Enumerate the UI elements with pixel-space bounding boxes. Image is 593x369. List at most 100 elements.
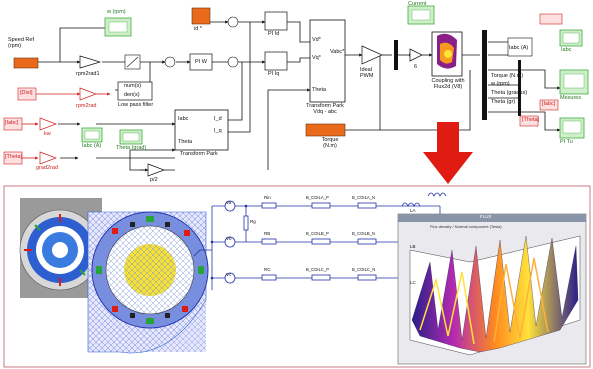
torque-block[interactable]	[305, 123, 346, 137]
iabc-tag-block[interactable]	[539, 13, 563, 25]
scope-mesures[interactable]	[559, 69, 589, 95]
bus-torque: Torque (N.m)	[491, 73, 524, 79]
scope-w-rpm-label: w (rpm)	[107, 9, 126, 15]
grad2rad-gain[interactable]	[39, 151, 57, 165]
iabc-out-tag[interactable]	[539, 99, 559, 111]
pi-id-block[interactable]	[264, 11, 288, 31]
mesh-view	[87, 211, 209, 354]
scope-current-label: Current	[408, 1, 427, 7]
scope-w-rpm[interactable]	[104, 17, 132, 37]
iabc-mux-block[interactable]	[507, 37, 533, 57]
sum-iq[interactable]	[227, 56, 239, 68]
theta-in-label: [Theta]	[5, 154, 23, 160]
l-label-c: LC	[410, 280, 416, 285]
gain-6-label: 6	[414, 64, 418, 70]
lpf-num: num(s)	[124, 83, 142, 89]
transform-park-vdq-abc[interactable]	[309, 19, 346, 103]
tp-id: I_d	[214, 116, 222, 122]
red-down-arrow	[423, 122, 473, 184]
id-star-label: id *	[194, 26, 202, 32]
speed-ref-block[interactable]	[13, 57, 39, 69]
coil-a-n: B_COILA_N	[352, 195, 376, 200]
kw-gain[interactable]	[39, 117, 57, 131]
iabc-in-tag[interactable]	[3, 117, 23, 131]
sum-w[interactable]	[164, 56, 176, 68]
bus-theta: Theta (gradus)	[491, 90, 528, 96]
park-vd: Vd*	[312, 37, 321, 43]
gain-6[interactable]	[409, 48, 423, 62]
torque-label: Torque (N.m)	[321, 137, 339, 149]
park-vq: Vq*	[312, 55, 321, 61]
coil-c-n: B_COILC_N	[352, 267, 376, 272]
id-ref-block[interactable]	[191, 7, 211, 25]
l-label-b: LB	[410, 244, 416, 249]
scope-iabc[interactable]	[559, 29, 583, 47]
p-gain[interactable]	[147, 163, 165, 177]
iabc-a-label: Iabc (A)	[509, 45, 529, 51]
park-theta: Theta	[312, 87, 327, 93]
scope-pi-tu[interactable]	[559, 117, 585, 139]
scope-pi-label: PI Tu	[560, 139, 573, 145]
rin-label: Rin	[264, 195, 271, 200]
pi-iq-label: PI Iq	[268, 71, 280, 77]
iabc-scope2-label: Iabc (A)	[82, 143, 102, 149]
park-out: Vabc*	[330, 49, 345, 55]
coil-c-p: B_COILC_P	[306, 267, 330, 272]
r-label-c: RC	[264, 267, 271, 272]
bus-theta2: Theta (gr)	[491, 99, 516, 105]
rpm2rad-label: rpm2rad	[76, 103, 97, 109]
rpm2rad-gain[interactable]	[79, 87, 97, 101]
tp-iq: I_q	[214, 128, 222, 134]
theta-grad-label: Theta (grad)	[116, 145, 147, 151]
sum-id[interactable]	[227, 16, 239, 28]
demux-bar	[482, 30, 487, 120]
motor-cross-section	[19, 198, 102, 298]
rpm2rad1-label: rpm2rad1	[76, 71, 100, 77]
theta-out-tag[interactable]	[519, 115, 539, 127]
flux-3d-plot-window	[397, 213, 587, 365]
scope-theta-grad[interactable]	[119, 129, 143, 145]
kw-label: kw	[44, 131, 51, 137]
coil-a-p: B_COILA_P	[306, 195, 329, 200]
scope-iabc-label: Iabc	[561, 47, 572, 53]
theta-in-tag[interactable]	[3, 151, 23, 165]
flux2d-coupling-block[interactable]	[431, 31, 463, 77]
scope-current[interactable]	[407, 5, 435, 25]
tp-bottom-label: Transform Park	[180, 151, 218, 157]
pi-w-block[interactable]	[189, 53, 213, 71]
transform-park-abc-dq[interactable]	[174, 109, 229, 151]
rpm2rad1-gain[interactable]	[79, 55, 102, 69]
mux-bar-1	[394, 40, 398, 70]
low-pass-filter[interactable]	[117, 81, 153, 101]
coupling-label: Coupling with Flux2d (V8)	[431, 78, 465, 90]
tp-abc: Iabc	[178, 116, 189, 122]
lpf-den: den(s)	[124, 92, 140, 98]
grad2rad-label: grad2rad	[36, 165, 59, 171]
plot-window-title: FLUX	[480, 214, 492, 219]
ideal-pwm-gain[interactable]	[361, 45, 383, 65]
pi-id-label: PI Id	[268, 31, 280, 37]
scope-iabc-lower[interactable]	[81, 127, 103, 143]
l-label-a: LA	[410, 208, 416, 213]
lpf-label: Low pass filter	[118, 102, 154, 108]
pwm-label: Ideal PWM	[360, 67, 374, 79]
simulink-diagram	[3, 5, 589, 177]
flux-surface	[411, 235, 579, 353]
mux-bar-measures	[518, 60, 521, 116]
tp-theta: Theta	[178, 139, 193, 145]
theta-out-label: [Theta]	[522, 117, 540, 123]
coil-b-n: B_COILB_N	[352, 231, 376, 236]
iabc-out-label: [Iabc]	[542, 101, 556, 107]
source-vc: Vc	[226, 272, 232, 277]
dist-tag[interactable]	[17, 87, 37, 101]
bus-w: w (rpm)	[491, 81, 510, 87]
pi-iq-block[interactable]	[264, 51, 288, 71]
dist-label: [Dist]	[20, 90, 33, 96]
speed-ref-label: Speed Ref (rpm)	[8, 37, 34, 49]
r-label-b: RB	[264, 231, 271, 236]
coil-b-p: B_COILB_P	[306, 231, 329, 236]
source-vb: Vb	[226, 236, 232, 241]
ground-r-label: Rg	[250, 219, 256, 224]
source-va: Va	[226, 200, 232, 205]
